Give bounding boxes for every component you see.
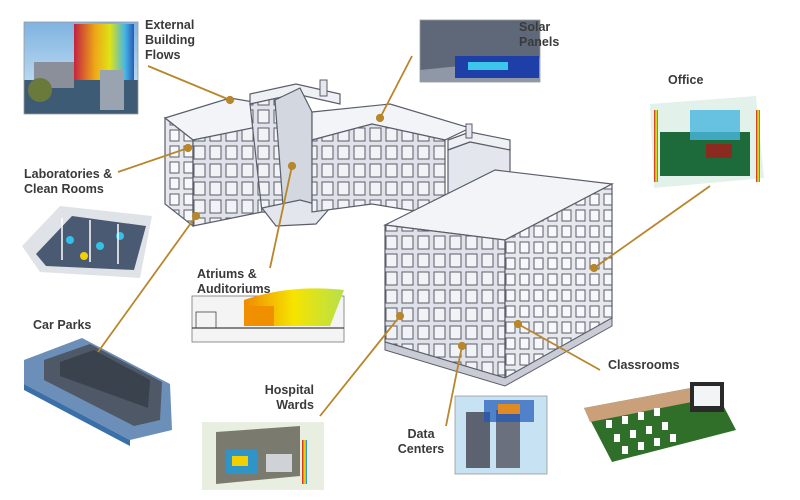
leader-dot-car-parks: [191, 211, 201, 221]
middle-wing-front: [311, 123, 446, 217]
leader-dot-data-centers: [457, 341, 467, 351]
leader-dot-external-flows: [225, 95, 235, 105]
car-parks-thumbnail: [24, 338, 172, 446]
label-labs: Laboratories & Clean Rooms: [24, 167, 112, 197]
leader-labs: [117, 147, 189, 173]
label-data-centers: Data Centers: [394, 427, 448, 457]
leader-external-flows: [147, 65, 231, 101]
labs-thumbnail: [22, 206, 152, 278]
leader-dot-solar-panels: [375, 113, 385, 123]
label-line: Auditoriums: [197, 282, 271, 296]
label-line: Office: [668, 73, 704, 87]
label-solar-panels: Solar Panels: [519, 20, 559, 50]
hospital-thumbnail: [202, 422, 324, 490]
atrium-chimney: [319, 79, 328, 97]
label-line: External: [145, 18, 195, 32]
leader-solar-panels: [379, 55, 413, 119]
label-line: Wards: [276, 398, 314, 412]
label-line: Panels: [519, 35, 560, 49]
leader-dot-atriums: [287, 161, 297, 171]
leader-dot-classrooms: [513, 319, 523, 329]
label-car-parks: Car Parks: [33, 318, 91, 333]
leader-atriums: [269, 165, 293, 269]
label-external-flows: External Building Flows: [145, 18, 195, 63]
label-line: Atriums &: [197, 267, 257, 281]
leader-dot-office: [589, 263, 599, 273]
leader-car-parks: [97, 215, 197, 353]
office-thumbnail: [650, 96, 764, 188]
right-wing-base: [384, 317, 613, 387]
label-line: Solar: [519, 20, 551, 34]
label-line: Flows: [145, 48, 181, 62]
label-line: Centers: [397, 442, 445, 456]
leader-hospital: [319, 315, 401, 417]
leader-classrooms: [517, 323, 601, 371]
label-line: Classrooms: [608, 358, 680, 372]
label-classrooms: Classrooms: [608, 358, 680, 373]
leader-dot-labs: [183, 143, 193, 153]
leader-data-centers: [445, 345, 463, 427]
rooftop-chimney: [465, 123, 473, 139]
label-atriums: Atriums & Auditoriums: [197, 267, 271, 297]
leader-office: [593, 185, 711, 269]
classrooms-thumbnail: [584, 382, 736, 462]
label-line: Clean Rooms: [24, 182, 104, 196]
label-line: Building: [145, 33, 195, 47]
label-line: Hospital: [264, 383, 314, 397]
solar-panels-thumbnail: [419, 19, 541, 83]
leader-dot-hospital: [395, 311, 405, 321]
label-line: Laboratories &: [24, 167, 113, 181]
external-flows-thumbnail: [23, 21, 139, 115]
leader-lines: [97, 55, 711, 427]
left-wing-side: [192, 125, 263, 227]
data-centers-thumbnail: [454, 395, 548, 475]
label-hospital: Hospital Wards: [262, 383, 314, 413]
label-line: Car Parks: [33, 318, 92, 332]
label-office: Office: [668, 73, 703, 88]
atriums-thumbnail: [191, 288, 345, 343]
label-line: Data: [407, 427, 435, 441]
building-illustration: [163, 79, 614, 387]
